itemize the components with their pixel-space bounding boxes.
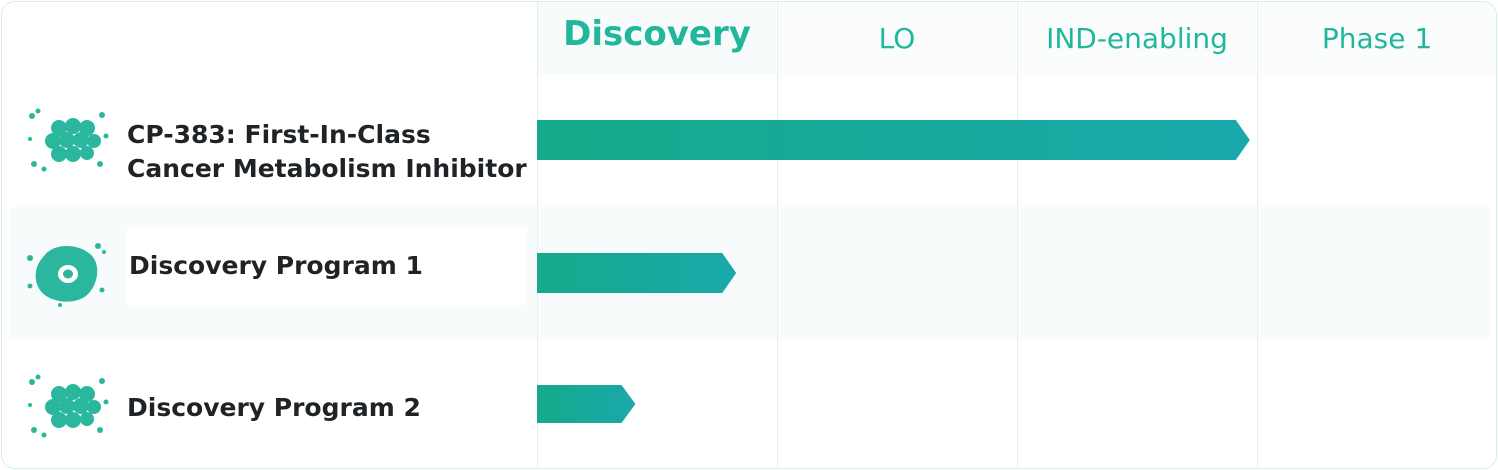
stage-header-lo: LO <box>778 2 1016 74</box>
column-divider <box>777 2 778 468</box>
molecule-cluster-icon <box>24 372 114 442</box>
stage-header-phase-1: Phase 1 <box>1258 2 1496 74</box>
program-label-line: CP-383: First-In-Class <box>127 120 431 149</box>
program-label-cp-383: CP-383: First-In-Class Cancer Metabolism… <box>127 118 527 186</box>
program-label-discovery-program-2: Discovery Program 2 <box>127 391 421 425</box>
stage-header-ind-enabling: IND-enabling <box>1018 2 1256 74</box>
program-label-discovery-program-1: Discovery Program 1 <box>127 227 527 305</box>
program-label-line: Cancer Metabolism Inhibitor <box>127 154 527 183</box>
molecule-cluster-icon <box>24 106 114 176</box>
stage-header-discovery: Discovery <box>538 2 776 74</box>
column-divider <box>1017 2 1018 468</box>
column-divider <box>537 2 538 468</box>
progress-bar-1 <box>537 120 1250 160</box>
column-divider <box>1257 2 1258 468</box>
program-label-line: Discovery Program 2 <box>127 393 421 422</box>
program-label-line: Discovery Program 1 <box>129 251 423 280</box>
progress-bar-3 <box>537 385 636 423</box>
progress-bar-2 <box>537 253 737 293</box>
cell-icon <box>24 238 114 308</box>
